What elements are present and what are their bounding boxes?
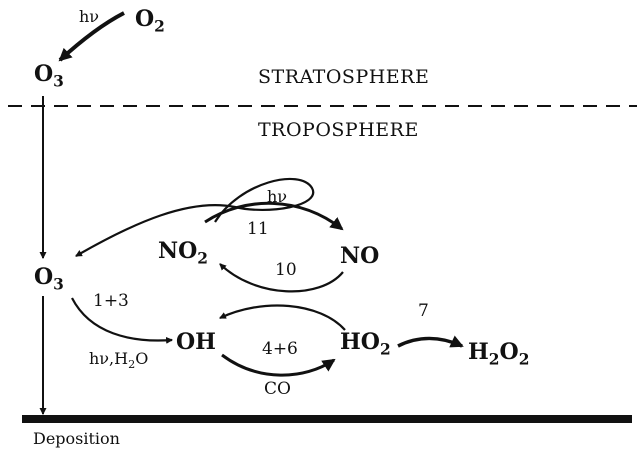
reaction-1-3-label: 1+3	[93, 291, 129, 311]
arrow-no2-to-o3-loop	[75, 177, 315, 257]
photolysis-no2-label: hν	[267, 187, 288, 206]
arrow-no-to-no2	[219, 263, 344, 293]
o3-strat-label: O3	[34, 61, 64, 91]
co-label: CO	[264, 379, 291, 399]
arrow-ho2-to-h2o2	[397, 335, 464, 348]
arrow-o2-to-o3	[58, 11, 125, 62]
reaction-7-label: 7	[418, 301, 429, 321]
reaction-10-label: 10	[275, 260, 297, 280]
h2o2-label: H2O2	[468, 339, 530, 369]
arrow-ho2-to-oh	[219, 304, 346, 331]
arrow-oh-to-ho2	[221, 353, 336, 377]
no2-label: NO2	[158, 238, 208, 268]
troposphere-label: TROPOSPHERE	[258, 119, 419, 141]
reaction-11-label: 11	[247, 219, 269, 239]
oh-label: OH	[176, 329, 216, 355]
o3-trop-label: O3	[34, 264, 64, 294]
arrow-no2-to-no	[204, 201, 344, 231]
photolysis-water-label: hν,H2O	[89, 349, 149, 371]
arrow-o3-to-oh	[71, 297, 174, 344]
photolysis-top-label: hν	[79, 7, 100, 26]
ho2-label: HO2	[340, 329, 391, 359]
stratosphere-label: STRATOSPHERE	[258, 66, 430, 88]
o2-label: O2	[135, 6, 165, 36]
reaction-4-6-label: 4+6	[262, 339, 298, 359]
no-label: NO	[340, 243, 380, 269]
deposition-label: Deposition	[33, 429, 120, 448]
